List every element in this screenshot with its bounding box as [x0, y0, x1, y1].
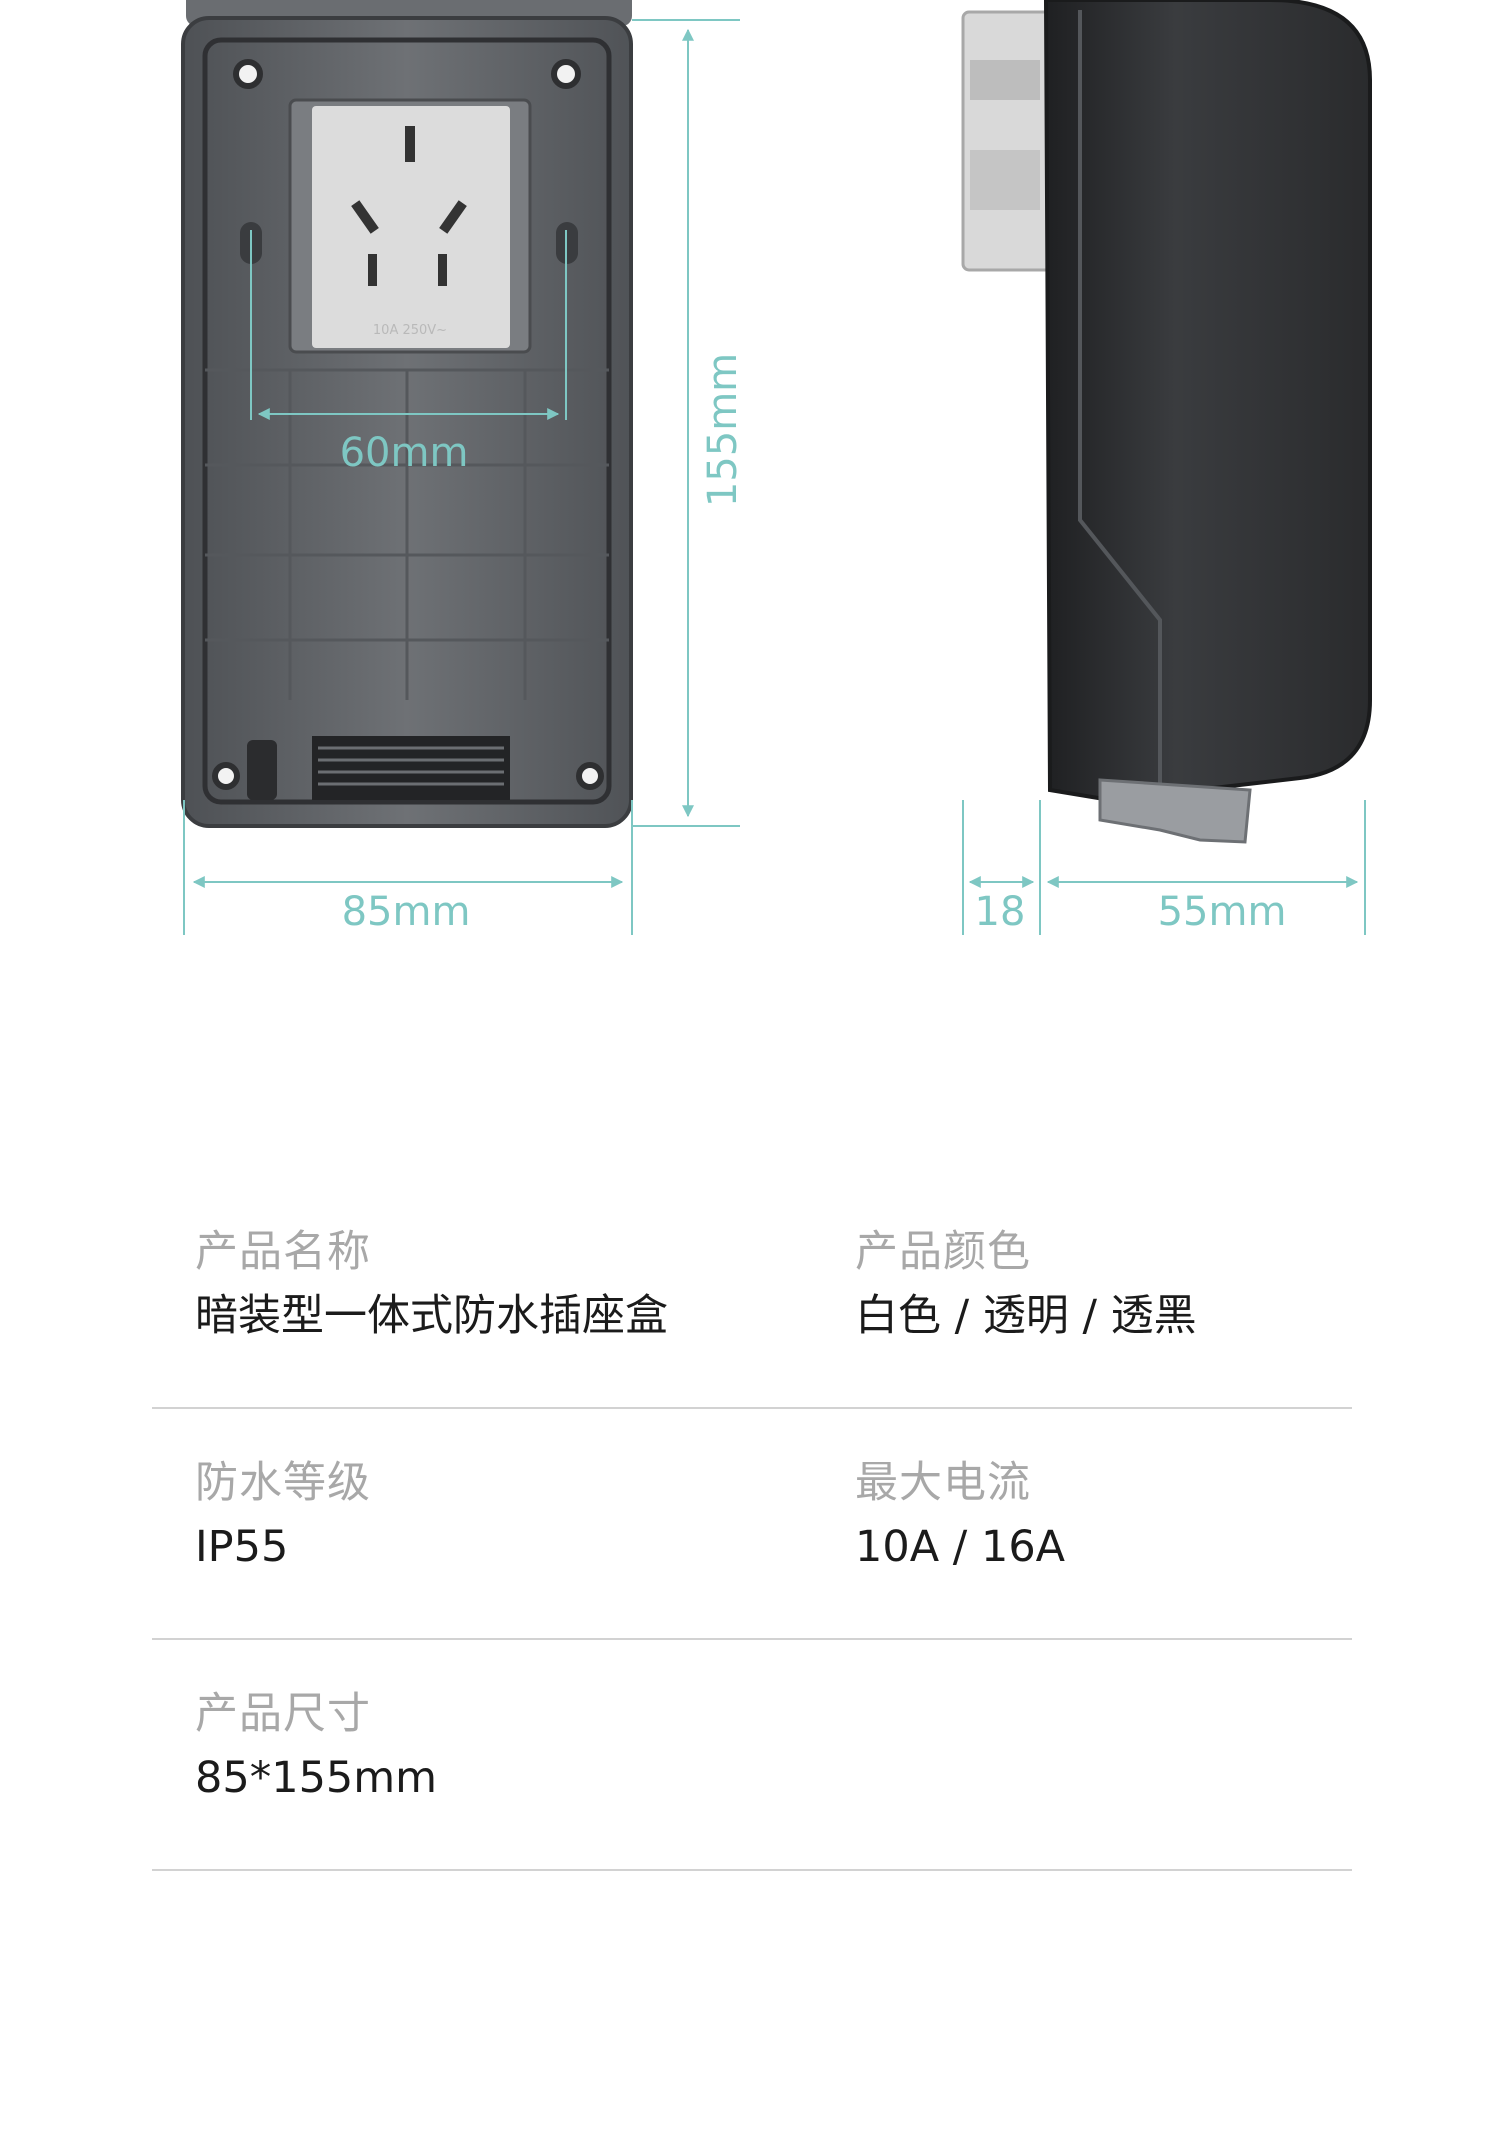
spec-value: 暗装型一体式防水插座盒 [195, 1291, 668, 1341]
mount-spacing-label: 60mm [340, 430, 469, 476]
side-lower-tab [1098, 778, 1252, 844]
screw-hole-bottom-right [576, 762, 604, 790]
spec-label: 产品尺寸 [195, 1689, 371, 1739]
spec-product-name: 产品名称 暗装型一体式防水插座盒 [195, 1224, 668, 1344]
screw-hole-bottom-left [212, 762, 240, 790]
side-socket-detail [970, 60, 1040, 100]
spec-table: 产品名称 暗装型一体式防水插座盒 产品颜色 白色 / 透明 / 透黑 防水等级 … [152, 1178, 1352, 1871]
socket-slot-right [439, 200, 467, 234]
socket-rating: 10A 250V~ [373, 323, 447, 338]
side-dimensions [962, 800, 1366, 935]
spec-label: 产品颜色 [855, 1227, 1031, 1277]
spec-label: 最大电流 [855, 1458, 1031, 1508]
spec-value: 白色 / 透明 / 透黑 [855, 1291, 1197, 1341]
spec-value: 10A / 16A [855, 1522, 1066, 1572]
spec-product-color: 产品颜色 白色 / 透明 / 透黑 [855, 1224, 1197, 1344]
side-view [961, 0, 1372, 844]
spec-label: 防水等级 [195, 1458, 371, 1508]
front-height-label: 155mm [700, 353, 746, 507]
spec-row: 防水等级 IP55 最大电流 10A / 16A [152, 1409, 1352, 1640]
spec-row: 产品名称 暗装型一体式防水插座盒 产品颜色 白色 / 透明 / 透黑 [152, 1178, 1352, 1409]
socket-slot-bottom-left [368, 254, 377, 286]
rib-grid [205, 368, 609, 700]
spec-row: 产品尺寸 85*155mm [152, 1640, 1352, 1871]
side-body-depth-label: 55mm [1158, 889, 1287, 935]
spec-max-current: 最大电流 10A / 16A [855, 1455, 1065, 1575]
spec-label: 产品名称 [195, 1227, 371, 1277]
product-dimension-figure: 10A 250V~ 85mm 60mm 155mm [181, 0, 1372, 935]
spec-value: IP55 [195, 1522, 289, 1572]
front-width-label: 85mm [342, 889, 471, 935]
screw-hole-top-left [233, 59, 263, 89]
side-box-body [1043, 0, 1372, 803]
socket-slot-left [351, 200, 379, 234]
front-view: 10A 250V~ [181, 0, 633, 828]
front-inner-frame [202, 37, 612, 805]
socket-face [312, 106, 510, 348]
socket-slot-bottom-right [438, 254, 447, 286]
side-socket-detail-2 [970, 150, 1040, 210]
spec-product-size: 产品尺寸 85*155mm [195, 1686, 437, 1806]
spec-waterproof-rating: 防水等级 IP55 [195, 1455, 371, 1575]
socket-slot-top [405, 126, 415, 162]
screw-hole-top-right [551, 59, 581, 89]
side-lid-edge [1078, 10, 1162, 795]
spec-value: 85*155mm [195, 1753, 438, 1803]
side-front-depth-label: 18 [975, 889, 1026, 935]
latch-left [247, 740, 277, 800]
bottom-vent [312, 736, 510, 800]
front-dimensions [183, 19, 740, 935]
